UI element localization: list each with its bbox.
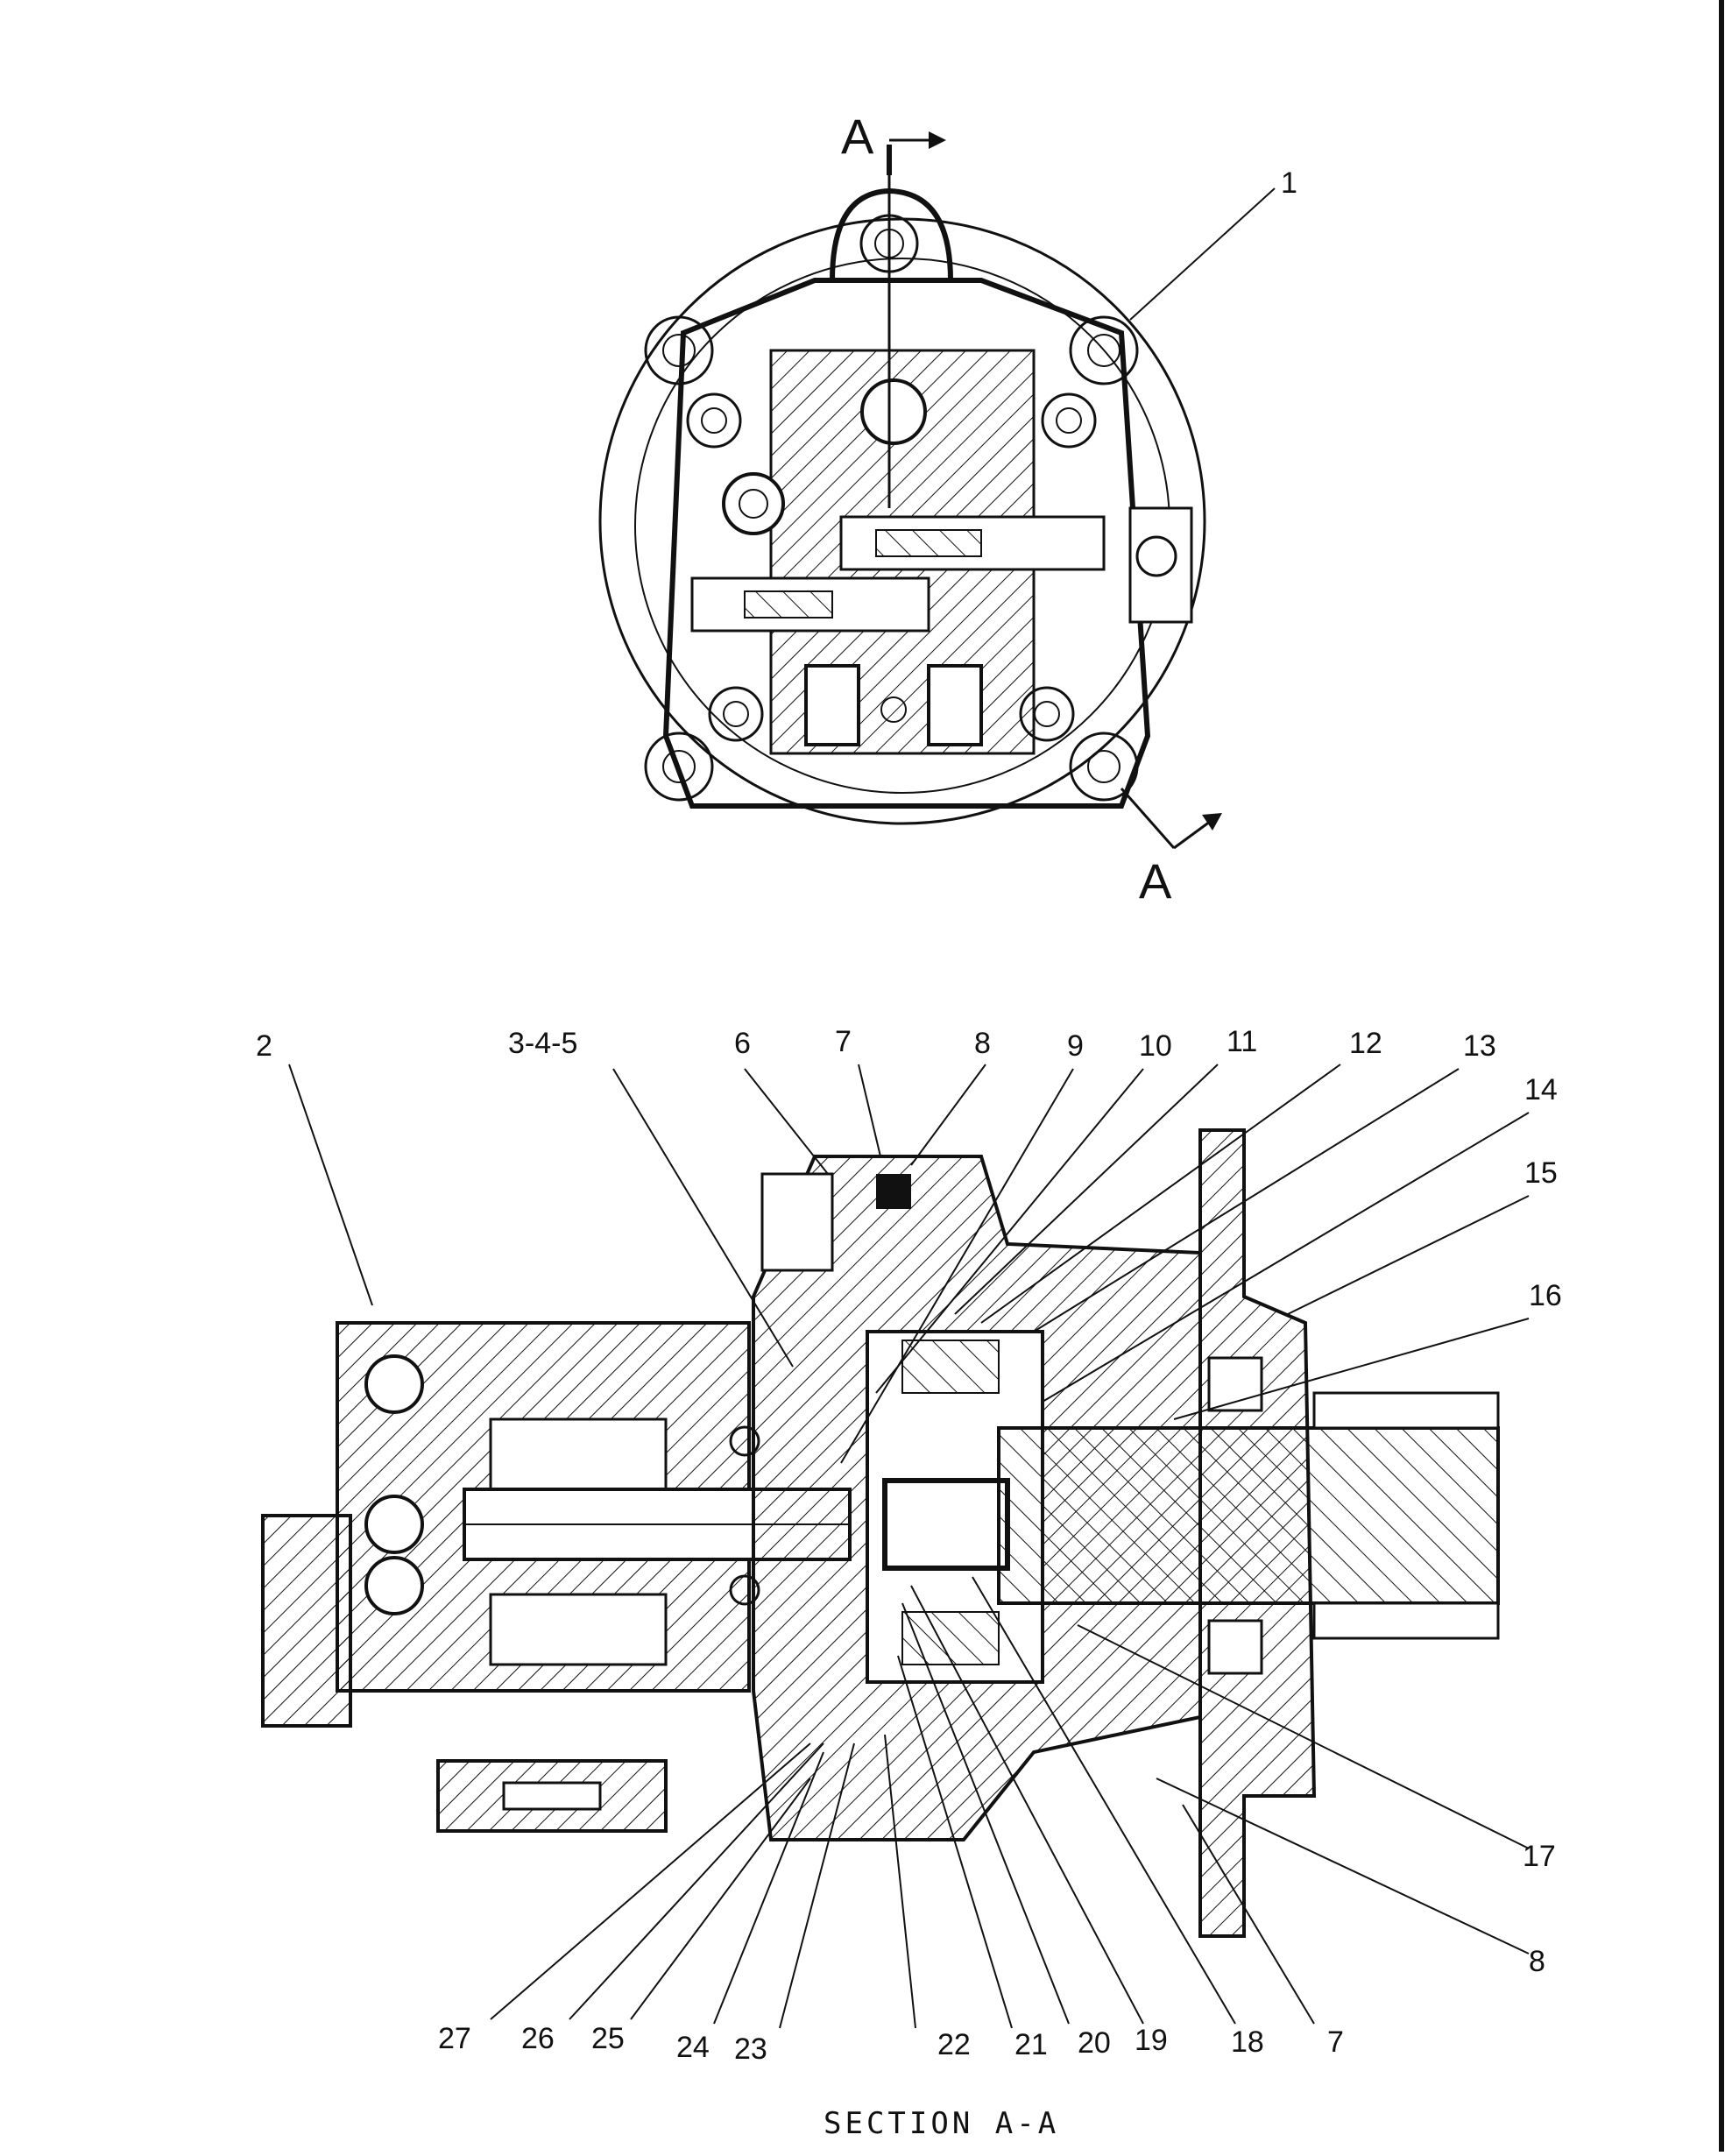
callout-1: 1 xyxy=(1281,166,1297,200)
section-marker-top: A xyxy=(841,109,874,164)
section-caption: SECTION A-A xyxy=(824,2106,1059,2141)
callout-11: 11 xyxy=(1227,1025,1257,1058)
callout-20: 20 xyxy=(1078,2026,1111,2060)
end-view xyxy=(598,131,1222,850)
callout-9: 9 xyxy=(1067,1029,1084,1063)
callout-18: 18 xyxy=(1231,2025,1264,2059)
callout-19: 19 xyxy=(1135,2024,1168,2057)
callout-8-top: 8 xyxy=(974,1027,991,1060)
section-marker-bottom: A xyxy=(1139,853,1172,908)
callout-labels: 1 2 3-4-5 6 7 8 9 10 11 12 13 14 15 16 1… xyxy=(256,166,1562,2066)
callout-27: 27 xyxy=(438,2022,471,2055)
callout-17: 17 xyxy=(1523,1840,1556,1873)
callout-23: 23 xyxy=(734,2032,767,2066)
callout-21: 21 xyxy=(1014,2028,1048,2061)
callout-3-4-5: 3-4-5 xyxy=(508,1027,577,1060)
callout-16: 16 xyxy=(1529,1279,1562,1312)
callout-12: 12 xyxy=(1349,1027,1382,1060)
callout-13: 13 xyxy=(1463,1029,1496,1063)
callout-10: 10 xyxy=(1139,1029,1172,1063)
callout-24: 24 xyxy=(676,2031,710,2064)
callout-2: 2 xyxy=(256,1029,272,1063)
callout-8-bottom: 8 xyxy=(1529,1945,1545,1978)
callout-6: 6 xyxy=(734,1027,751,1060)
bolt-holes xyxy=(644,315,1139,802)
leader-lines xyxy=(288,187,1530,2029)
callout-7-top: 7 xyxy=(835,1025,852,1058)
callout-25: 25 xyxy=(591,2022,625,2055)
section-view xyxy=(261,1128,1500,1938)
callout-14: 14 xyxy=(1524,1073,1558,1106)
callout-26: 26 xyxy=(521,2022,555,2055)
callout-22: 22 xyxy=(937,2028,971,2061)
callout-7-bottom: 7 xyxy=(1327,2025,1344,2059)
callout-15: 15 xyxy=(1524,1156,1558,1190)
